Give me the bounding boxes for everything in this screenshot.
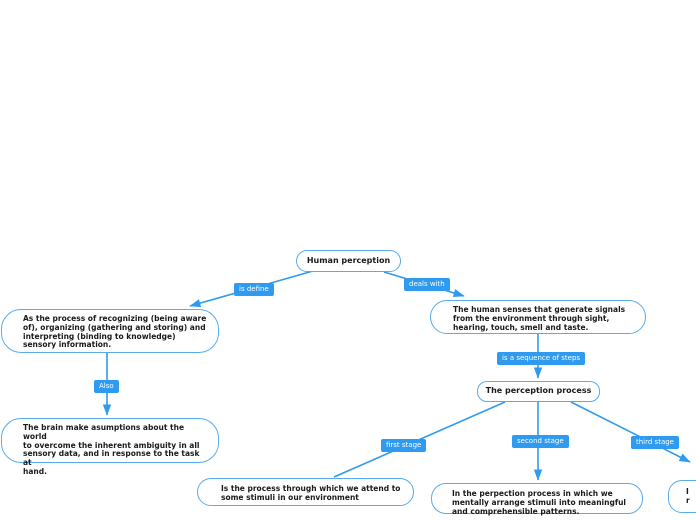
node-organize-stimuli[interactable]: In the perpection process in which we me… (431, 483, 643, 515)
edge-label-second-stage[interactable]: second stage (512, 435, 569, 448)
edge-process-to-partial (570, 401, 691, 463)
edge-label-third-stage[interactable]: third stage (631, 436, 679, 449)
edge-label-first-stage[interactable]: first stage (381, 439, 427, 452)
node-brain-assumptions[interactable]: The brain make asumptions about the worl… (1, 418, 219, 476)
node-attend-stimuli[interactable]: Is the process through which we attend t… (197, 478, 414, 506)
node-perception-process[interactable]: The perception process (477, 381, 600, 402)
edge-label-also[interactable]: Also (94, 380, 119, 393)
node-partial-cutoff[interactable]: I r (668, 480, 696, 513)
node-definition[interactable]: As the process of recognizing (being awa… (1, 309, 219, 353)
node-human-perception[interactable]: Human perception (296, 250, 401, 272)
edge-label-is-define[interactable]: is define (234, 283, 274, 296)
node-senses[interactable]: The human senses that generate signals f… (430, 300, 646, 334)
edge-label-sequence-of-steps[interactable]: is a sequence of steps (497, 352, 586, 365)
edge-label-deals-with[interactable]: deals with (404, 278, 450, 291)
